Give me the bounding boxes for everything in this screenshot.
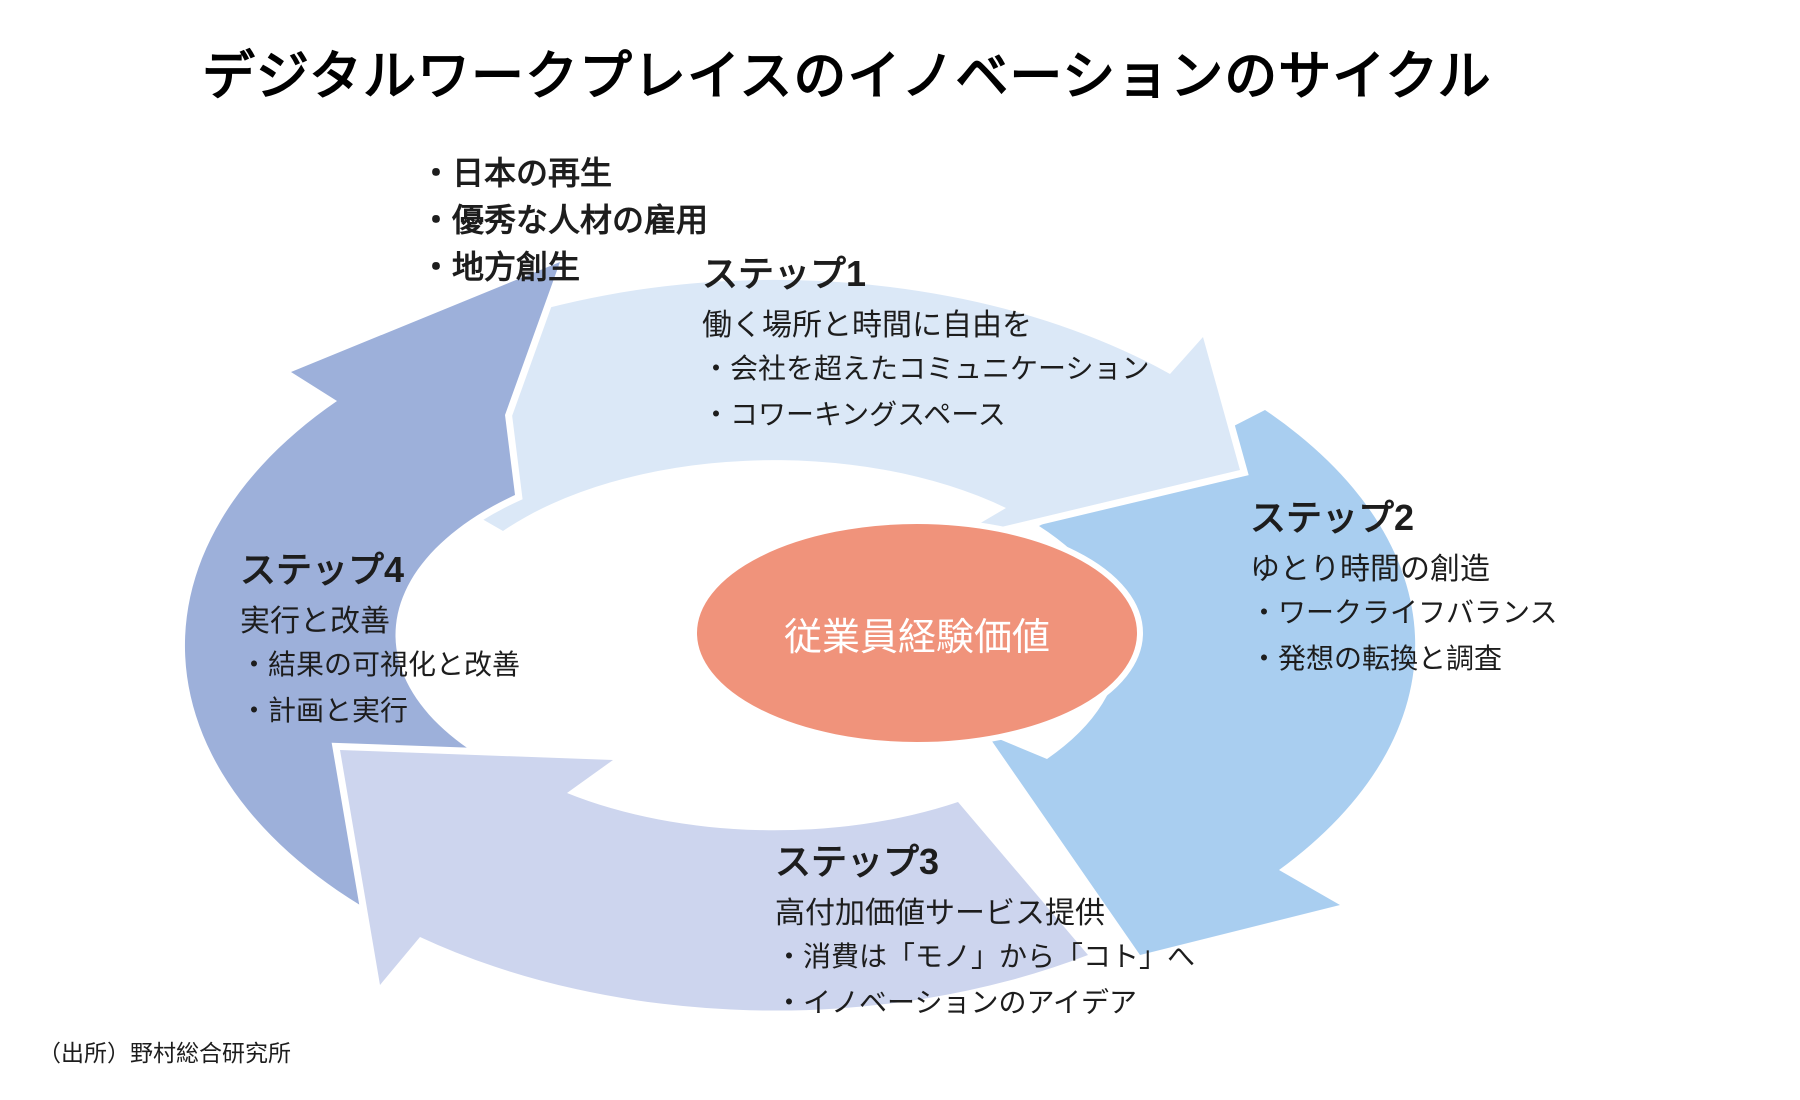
goal-item: ・日本の再生 [420, 155, 613, 191]
step3-arrow [331, 742, 1100, 1018]
goal-item: ・優秀な人材の雇用 [420, 202, 709, 238]
step4-subheading: 実行と改善 [240, 605, 390, 638]
step2-bullet: ・発想の転換と調査 [1250, 643, 1503, 674]
step3-heading: ステップ3 [775, 841, 940, 882]
step4-bullet: ・計画と実行 [240, 695, 409, 726]
step2-heading: ステップ2 [1250, 497, 1415, 538]
source-note: （出所）野村総合研究所 [38, 1040, 291, 1066]
step2-text-block: ステップ2 ゆとり時間の創造 ・ワークライフバランス ・発想の転換と調査 [1250, 496, 1557, 682]
step3-bullet: ・消費は「モノ」から「コト」へ [775, 941, 1196, 972]
goal-item: ・地方創生 [420, 249, 581, 285]
step4-heading: ステップ4 [240, 549, 405, 590]
step4-arrow-head [193, 249, 572, 560]
step3-subheading: 高付加価値サービス提供 [775, 897, 1105, 930]
step3-bullet: ・イノベーションのアイデア [775, 987, 1138, 1018]
goals-list: ・日本の再生 ・優秀な人材の雇用 ・地方創生 [420, 150, 708, 291]
step1-text-block: ステップ1 働く場所と時間に自由を ・会社を超えたコミュニケーション ・コワーキ… [702, 252, 1149, 438]
step1-bullet: ・コワーキングスペース [702, 399, 1006, 430]
step1-bullet: ・会社を超えたコミュニケーション [702, 353, 1150, 384]
employee-experience-ellipse [691, 518, 1143, 748]
step2-bullet: ・ワークライフバランス [1250, 597, 1558, 628]
step3-text-block: ステップ3 高付加価値サービス提供 ・消費は「モノ」から「コト」へ ・イノベーシ… [775, 840, 1195, 1026]
center-value-label: 従業員経験価値 [783, 616, 1050, 659]
page-title: デジタルワークプレイスのイノベーションのサイクル [202, 47, 1492, 106]
step1-heading: ステップ1 [702, 253, 867, 294]
step4-text-block: ステップ4 実行と改善 ・結果の可視化と改善 ・計画と実行 [240, 548, 520, 734]
step2-subheading: ゆとり時間の創造 [1250, 553, 1490, 586]
step4-bullet: ・結果の可視化と改善 [240, 649, 521, 680]
step1-subheading: 働く場所と時間に自由を [702, 309, 1032, 342]
